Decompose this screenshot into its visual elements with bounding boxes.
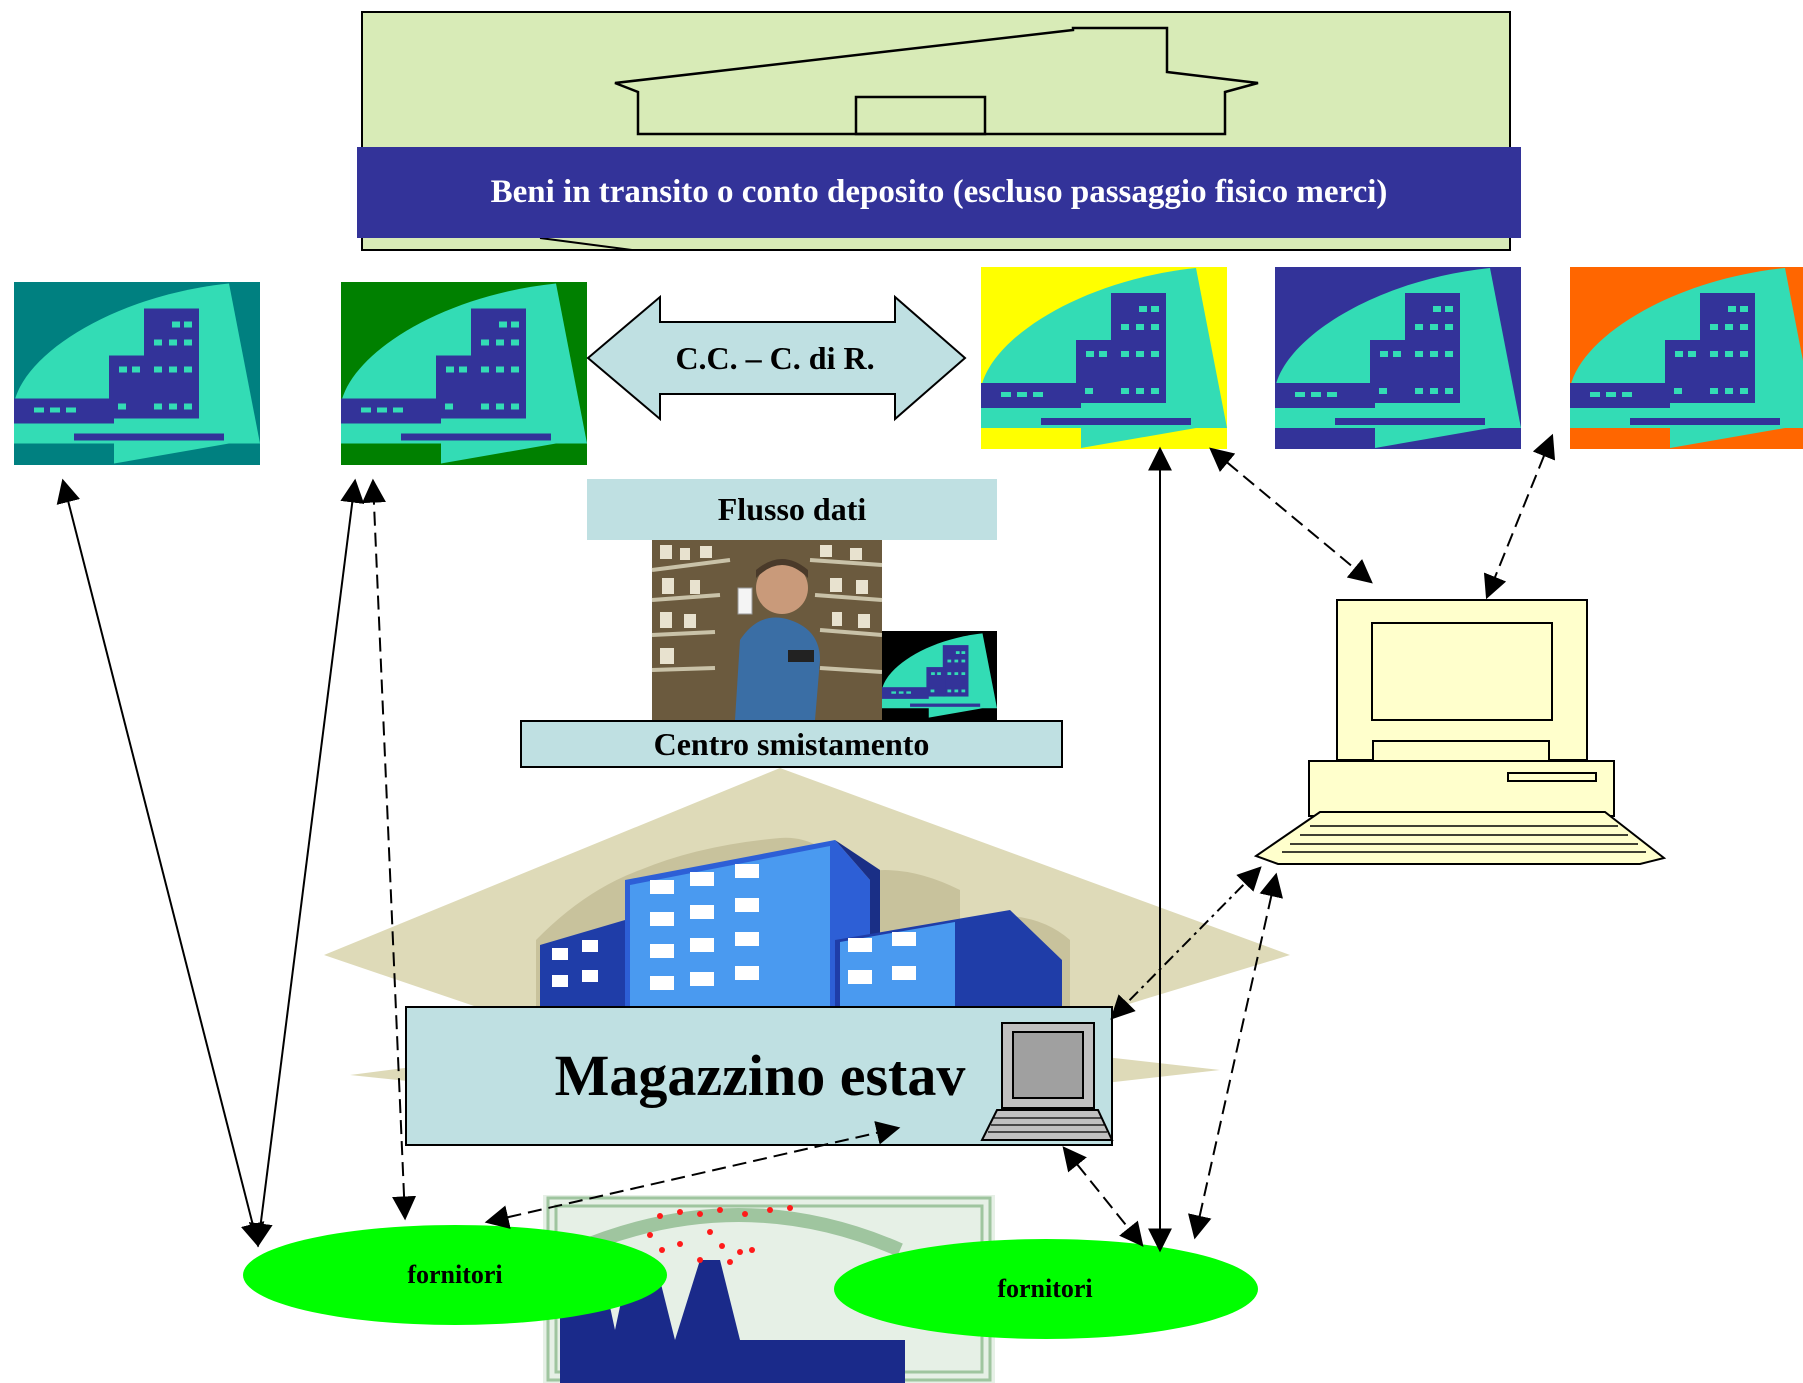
transit-banner-text: Beni in transito o conto deposito (esclu… — [490, 174, 1388, 210]
hospital-building-icon — [882, 631, 997, 720]
supplier-ellipse-left — [243, 1225, 667, 1325]
data-flow-label: Flusso dati — [587, 479, 997, 540]
connector-lines — [56, 433, 1556, 1253]
exchange-double-arrow — [586, 294, 967, 422]
exchange-label: C.C. – C. di R. — [675, 340, 875, 376]
desktop-computer-icon — [1253, 599, 1667, 865]
hospital-building-icon — [1570, 267, 1803, 449]
hospital-building-icon — [14, 282, 260, 465]
supplier-label-right: fornitori — [997, 1274, 1093, 1303]
supplier-ellipse-right — [834, 1239, 1258, 1339]
laptop-icon — [980, 1022, 1114, 1141]
supplier-label-left: fornitori — [407, 1260, 503, 1289]
hospital-building-icon — [341, 282, 587, 465]
warehouse-label: Magazzino estav — [554, 1043, 966, 1108]
hospital-building-icon — [981, 267, 1227, 449]
pharmacist-photo-icon — [651, 540, 883, 720]
sorting-center-label: Centro smistamento — [520, 720, 1063, 768]
hospital-building-icon — [1275, 267, 1521, 449]
transit-banner: Beni in transito o conto deposito (esclu… — [357, 147, 1521, 238]
